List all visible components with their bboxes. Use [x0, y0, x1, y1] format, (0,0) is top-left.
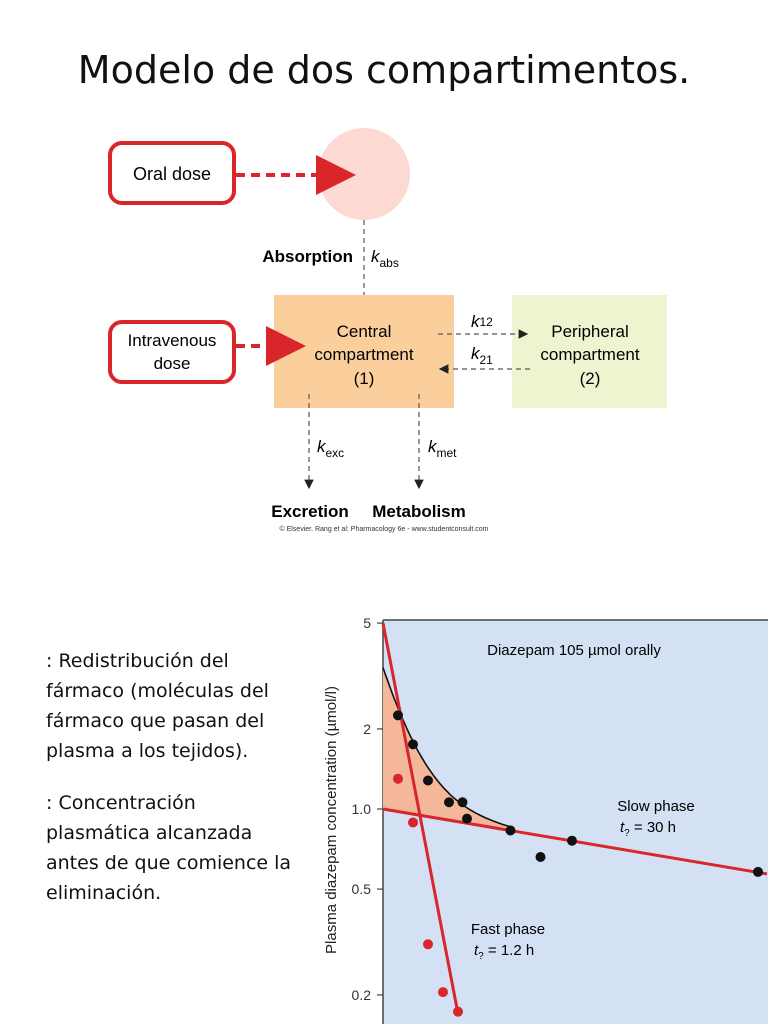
fast-phase-line	[381, 622, 460, 1014]
k-met-label: kmet	[428, 437, 457, 460]
central-label-2: compartment	[314, 345, 413, 364]
y-axis-label: Plasma diazepam concentration (µmol/l)	[323, 686, 340, 954]
y-tick-label: 1.0	[352, 801, 372, 817]
k12-label: k12	[471, 312, 493, 331]
iv-dose-label-2: dose	[154, 354, 191, 373]
central-label-1: Central	[337, 322, 392, 341]
k21-label: k21	[471, 344, 493, 367]
red-data-point	[393, 773, 403, 784]
y-tick-label: 2	[363, 721, 371, 737]
oral-dose-box	[108, 141, 236, 205]
black-data-point	[408, 739, 418, 750]
iv-dose-label-1: Intravenous	[128, 331, 217, 350]
slow-phase-half-life: t? = 30 h	[620, 819, 676, 839]
chart-title: Diazepam 105 µmol orally	[487, 642, 661, 659]
black-data-point	[753, 866, 763, 877]
slow-phase-label: Slow phase	[617, 798, 695, 815]
page-title: Modelo de dos compartimentos.	[77, 48, 691, 92]
black-data-point	[423, 775, 433, 786]
plot-area	[383, 620, 768, 1024]
concentration-curve	[382, 667, 511, 828]
peripheral-label-1: Peripheral	[551, 322, 629, 341]
excretion-label: Excretion	[271, 502, 348, 521]
fast-phase-half-life: t? = 1.2 h	[474, 942, 534, 962]
credit-text: © Elsevier. Rang et al: Pharmacology 6e …	[279, 525, 488, 533]
y-axis-ticks: 5 2 1.0 0.5 0.2	[352, 615, 383, 1003]
black-data-point	[462, 813, 472, 824]
black-data-point	[505, 825, 516, 836]
red-data-point	[423, 939, 433, 950]
y-tick-label: 0.5	[352, 881, 372, 897]
peripheral-label-2: compartment	[540, 345, 639, 364]
y-tick-label: 5	[363, 615, 371, 631]
bullet-item-concentration: : Concentración plasmática alcanzada ant…	[46, 788, 296, 908]
absorption-label: Absorption	[262, 247, 353, 266]
red-data-point	[408, 817, 418, 828]
k-exc-label: kexc	[317, 437, 344, 460]
black-data-point	[567, 835, 577, 846]
peripheral-compartment-box	[512, 295, 667, 408]
black-data-point	[535, 852, 546, 863]
fast-phase-label: Fast phase	[471, 921, 545, 938]
red-data-point	[453, 1006, 463, 1017]
black-data-point	[393, 710, 403, 721]
central-label-3: (1)	[354, 369, 375, 388]
black-data-point	[457, 797, 468, 808]
bullet-text: : Concentración plasmática alcanzada ant…	[46, 792, 292, 904]
data-points	[393, 710, 763, 1017]
iv-dose-box	[108, 320, 236, 384]
red-data-point	[438, 987, 448, 998]
bullet-list: : Redistribución del fármaco (moléculas …	[46, 646, 296, 930]
metabolism-label: Metabolism	[372, 502, 466, 521]
y-tick-label: 0.2	[352, 987, 372, 1003]
black-data-point	[444, 797, 454, 808]
peripheral-label-3: (2)	[580, 369, 601, 388]
bullet-text: : Redistribución del fármaco (moléculas …	[46, 650, 269, 762]
k-abs-label: kabs	[371, 247, 399, 270]
bullet-item-redistribution: : Redistribución del fármaco (moléculas …	[46, 646, 296, 766]
oral-dose-label: Oral dose	[133, 164, 211, 184]
absorption-site-circle	[318, 128, 410, 220]
